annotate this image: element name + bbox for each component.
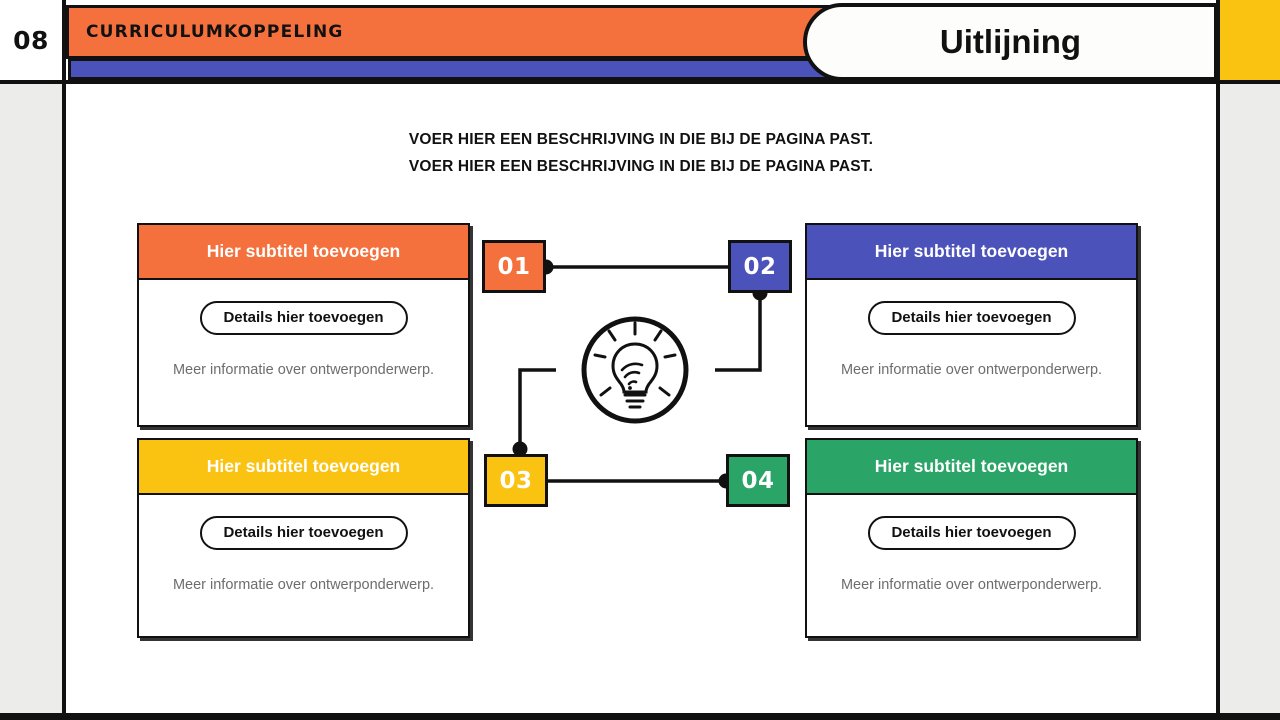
card-4-subtitle: Hier subtitel toevoegen xyxy=(874,456,1069,476)
connector-dot-03 xyxy=(512,441,528,457)
slide-header: CURRICULUMKOPPELING Uitlijning xyxy=(66,0,1218,84)
connector-center-to-03 xyxy=(518,368,556,449)
connector-02-to-center xyxy=(715,293,762,372)
card-2-detail-button[interactable]: Details hier toevoegen xyxy=(867,301,1076,335)
card-4-detail-label: Details hier toevoegen xyxy=(891,524,1052,541)
card-1-subtitle: Hier subtitel toevoegen xyxy=(206,241,401,261)
description-line-2: VOER HIER EEN BESCHRIJVING IN DIE BIJ DE… xyxy=(408,158,874,175)
page-title: Uitlijning xyxy=(939,23,1082,60)
card-1-header: Hier subtitel toevoegen xyxy=(139,225,468,280)
content-card-3[interactable]: Hier subtitel toevoegen Details hier toe… xyxy=(137,438,470,638)
content-card-4[interactable]: Hier subtitel toevoegen Details hier toe… xyxy=(805,438,1138,638)
node-01-label: 01 xyxy=(497,253,531,280)
page-number-badge: 08 xyxy=(0,0,66,84)
card-2-detail-label: Details hier toevoegen xyxy=(891,309,1052,326)
description-block: VOER HIER EEN BESCHRIJVING IN DIE BIJ DE… xyxy=(66,126,1216,180)
slide-body: VOER HIER EEN BESCHRIJVING IN DIE BIJ DE… xyxy=(66,84,1216,713)
node-02[interactable]: 02 xyxy=(728,240,792,293)
content-card-2[interactable]: Hier subtitel toevoegen Details hier toe… xyxy=(805,223,1138,427)
description-line-1: VOER HIER EEN BESCHRIJVING IN DIE BIJ DE… xyxy=(408,131,874,148)
lightbulb-wifi-icon xyxy=(593,321,677,409)
card-1-note: Meer informatie over ontwerponderwerp. xyxy=(172,362,435,378)
node-03-label: 03 xyxy=(499,467,533,494)
card-4-body: Details hier toevoegen Meer informatie o… xyxy=(807,495,1136,636)
header-title-pill: Uitlijning xyxy=(803,3,1218,81)
left-edge-strip xyxy=(0,0,66,713)
right-edge-strip xyxy=(1216,0,1280,713)
card-3-subtitle: Hier subtitel toevoegen xyxy=(206,456,401,476)
card-1-detail-button[interactable]: Details hier toevoegen xyxy=(199,301,408,335)
node-02-label: 02 xyxy=(743,253,777,280)
center-diagram: 01 02 03 04 xyxy=(470,223,800,638)
card-2-body: Details hier toevoegen Meer informatie o… xyxy=(807,280,1136,425)
header-yellow-block xyxy=(1216,0,1280,84)
card-4-detail-button[interactable]: Details hier toevoegen xyxy=(867,516,1076,550)
card-3-detail-button[interactable]: Details hier toevoegen xyxy=(199,516,408,550)
card-3-body: Details hier toevoegen Meer informatie o… xyxy=(139,495,468,636)
card-1-body: Details hier toevoegen Meer informatie o… xyxy=(139,280,468,425)
node-03[interactable]: 03 xyxy=(484,454,548,507)
card-4-note: Meer informatie over ontwerponderwerp. xyxy=(840,577,1103,593)
card-3-detail-label: Details hier toevoegen xyxy=(223,524,384,541)
page-number-label: 08 xyxy=(13,25,49,55)
node-04-label: 04 xyxy=(741,467,775,494)
card-2-header: Hier subtitel toevoegen xyxy=(807,225,1136,280)
card-1-detail-label: Details hier toevoegen xyxy=(223,309,384,326)
card-2-subtitle: Hier subtitel toevoegen xyxy=(874,241,1069,261)
diagram-connectors xyxy=(512,259,768,489)
card-3-note: Meer informatie over ontwerponderwerp. xyxy=(172,577,435,593)
header-eyebrow-label: CURRICULUMKOPPELING xyxy=(86,22,344,42)
card-4-header: Hier subtitel toevoegen xyxy=(807,440,1136,495)
content-card-1[interactable]: Hier subtitel toevoegen Details hier toe… xyxy=(137,223,470,427)
card-3-header: Hier subtitel toevoegen xyxy=(139,440,468,495)
node-04[interactable]: 04 xyxy=(726,454,790,507)
node-01[interactable]: 01 xyxy=(482,240,546,293)
center-circle xyxy=(581,316,689,424)
card-2-note: Meer informatie over ontwerponderwerp. xyxy=(840,362,1103,378)
